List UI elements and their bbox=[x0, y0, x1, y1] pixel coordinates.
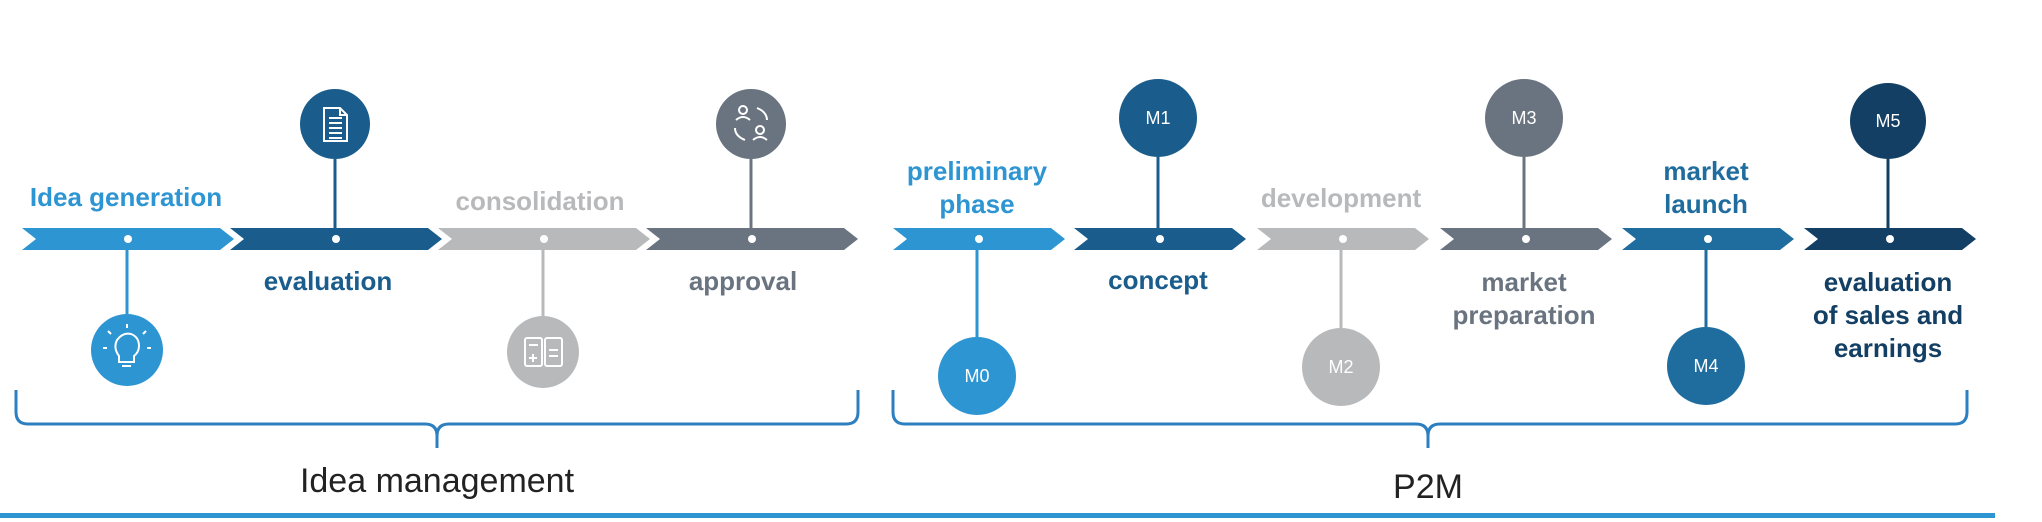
idea-management-group: Idea generation evaluation consolidation ap… bbox=[22, 89, 858, 388]
idea-step-4-label: approval bbox=[689, 266, 797, 296]
p2m-label: P2M bbox=[1393, 468, 1463, 506]
p2m-step-1-label-line: preliminary bbox=[907, 156, 1048, 186]
milestone-m2-label: M2 bbox=[1328, 357, 1353, 377]
p2m-bracket bbox=[891, 390, 1969, 448]
p2m-step-6-dot bbox=[1886, 235, 1894, 243]
idea-step-3: consolidation bbox=[438, 186, 650, 388]
p2m-step-2: M1 concept bbox=[1074, 79, 1246, 295]
milestone-m0-label: M0 bbox=[964, 366, 989, 386]
idea-management-label: Idea management bbox=[300, 462, 575, 500]
calculator-icon bbox=[524, 337, 563, 367]
people-exchange-icon bbox=[734, 105, 768, 141]
milestone-m2 bbox=[1302, 328, 1380, 406]
p2m-step-4-label-line: market bbox=[1481, 267, 1567, 297]
idea-step-3-dot bbox=[540, 235, 548, 243]
p2m-step-3-label-line: development bbox=[1261, 183, 1422, 213]
p2m-step-3: M2 development bbox=[1257, 183, 1429, 406]
lightbulb-icon bbox=[103, 324, 151, 367]
idea-step-1-dot bbox=[124, 235, 132, 243]
document-icon bbox=[323, 107, 348, 142]
milestone-m4-label: M4 bbox=[1693, 356, 1718, 376]
idea-step-4-dot bbox=[748, 235, 756, 243]
p2m-step-1-dot bbox=[975, 235, 983, 243]
p2m-step-6-label-line: of sales and bbox=[1813, 300, 1963, 330]
idea-step-2-label: evaluation bbox=[264, 266, 393, 296]
milestone-m1-label: M1 bbox=[1145, 108, 1170, 128]
p2m-step-4-label-line: preparation bbox=[1452, 300, 1595, 330]
p2m-step-5-label-line: market bbox=[1663, 156, 1749, 186]
idea-step-4-circle bbox=[716, 89, 786, 159]
milestone-m5 bbox=[1850, 83, 1926, 159]
p2m-step-2-dot bbox=[1156, 235, 1164, 243]
p2m-step-6-label-line: earnings bbox=[1834, 333, 1942, 363]
milestone-m3 bbox=[1485, 79, 1563, 157]
milestone-m1 bbox=[1119, 79, 1197, 157]
idea-step-3-label: consolidation bbox=[456, 186, 625, 216]
idea-management-bracket bbox=[14, 390, 860, 448]
p2m-step-6-label-line: evaluation bbox=[1824, 267, 1953, 297]
milestone-m3-label: M3 bbox=[1511, 108, 1536, 128]
idea-step-1: Idea generation bbox=[22, 182, 234, 386]
p2m-step-1-label-line: phase bbox=[939, 189, 1014, 219]
milestone-m4 bbox=[1667, 327, 1745, 405]
p2m-step-3-dot bbox=[1339, 235, 1347, 243]
footer-line bbox=[0, 513, 1995, 518]
p2m-step-5-label-line: launch bbox=[1664, 189, 1748, 219]
milestone-m0 bbox=[938, 337, 1016, 415]
idea-step-4: approval bbox=[646, 89, 858, 296]
p2m-step-4-dot bbox=[1522, 235, 1530, 243]
idea-step-2: evaluation bbox=[230, 89, 442, 296]
idea-step-1-label: Idea generation bbox=[30, 182, 222, 212]
p2m-step-2-label-line: concept bbox=[1108, 265, 1208, 295]
idea-step-2-dot bbox=[332, 235, 340, 243]
milestone-m5-label: M5 bbox=[1875, 111, 1900, 131]
p2m-step-5-dot bbox=[1704, 235, 1712, 243]
